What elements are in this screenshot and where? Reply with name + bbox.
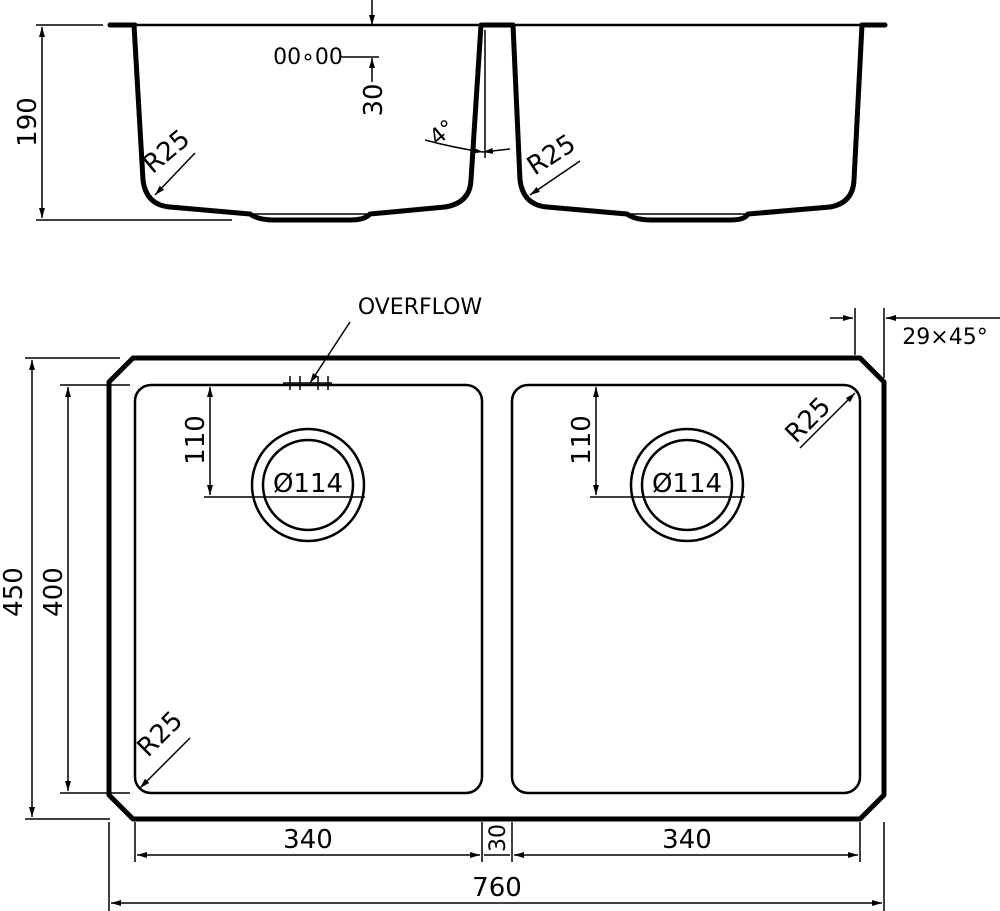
right-drain-outer xyxy=(629,427,745,543)
radius-leader xyxy=(139,737,191,789)
extension-lines xyxy=(108,822,885,911)
bottom-left-radius-label: R25 xyxy=(132,706,189,763)
left-drain-offset-label: 110 xyxy=(181,415,211,465)
left-drain-inner xyxy=(261,438,355,532)
radius-leader xyxy=(154,152,196,196)
overflow-offset-label: 30 xyxy=(359,83,389,116)
right-drain-inner xyxy=(640,438,734,532)
plan-view: 110 110 Ø114 Ø114 OVERFLOW 29×45° R25 R2… xyxy=(0,295,1000,911)
divider-width-label: 30 xyxy=(486,824,511,852)
outer-outline xyxy=(106,355,887,822)
chamfer-label: 29×45° xyxy=(902,325,987,350)
right-bowl xyxy=(510,383,862,795)
angle-arrow xyxy=(482,147,511,154)
overflow-label: OVERFLOW xyxy=(358,295,483,320)
bowl-depth-label: 400 xyxy=(39,567,69,617)
top-right-radius-label: R25 xyxy=(780,392,837,449)
angle-arc xyxy=(424,139,484,154)
left-drain-outer xyxy=(250,427,366,543)
radius-leader xyxy=(529,160,581,196)
right-bowl-profile xyxy=(510,22,865,223)
left-drain-diameter-label: Ø114 xyxy=(273,469,343,499)
overflow-leader xyxy=(309,321,351,384)
overflow-symbol-plan xyxy=(283,376,332,390)
right-bowl-width-label: 340 xyxy=(662,825,712,855)
left-radius-label: R25 xyxy=(138,124,196,180)
wall-angle-label: 4° xyxy=(425,115,460,150)
section-view: 190 00∘00 30 4° R25 R25 xyxy=(13,0,888,223)
left-bowl-profile xyxy=(131,22,484,223)
right-drain-diameter-label: Ø114 xyxy=(652,469,722,499)
right-drain-offset-label: 110 xyxy=(567,415,597,465)
left-bowl-width-label: 340 xyxy=(283,825,333,855)
depth-label: 190 xyxy=(13,97,43,147)
outer-depth-label: 450 xyxy=(0,567,29,617)
overall-width-label: 760 xyxy=(472,873,522,903)
left-bowl xyxy=(133,383,484,795)
right-radius-label: R25 xyxy=(522,129,581,182)
overflow-symbol: 00∘00 xyxy=(273,45,343,70)
radius-leader xyxy=(799,392,856,449)
